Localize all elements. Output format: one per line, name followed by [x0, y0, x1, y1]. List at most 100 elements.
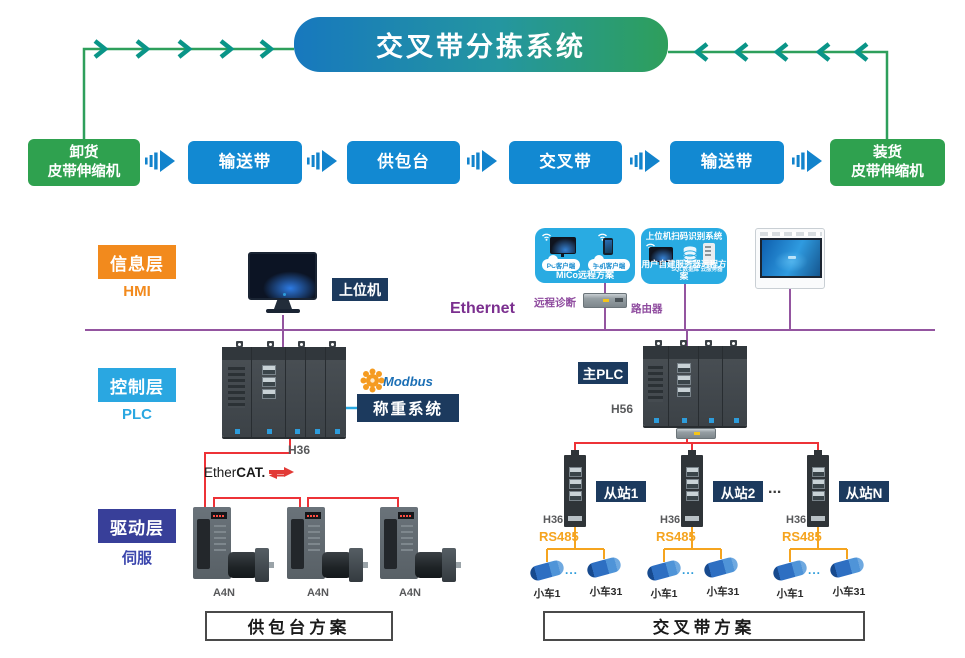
remote-diag-label: 远程诊断 [534, 297, 576, 309]
switch-led [694, 432, 701, 436]
drive-model-a4n: A4N [212, 587, 235, 599]
plc-mount-tabs [236, 341, 336, 347]
flow-node-label: 输送带 [218, 153, 272, 172]
layer-subtitle-servo: 伺服 [121, 550, 152, 567]
main-plc-model-h56: H56 [611, 402, 634, 416]
hmi-screen [762, 240, 820, 276]
layer-subtitle-plc: PLC [122, 406, 152, 423]
flow-arrow-icon [630, 150, 660, 172]
slave-module [681, 450, 703, 527]
drive-model-a4n: A4N [306, 587, 329, 599]
flow-node-crossbelt: 交叉带 [509, 141, 622, 184]
ethercat-text: Ether [204, 465, 237, 480]
car-dots: ... [565, 563, 579, 577]
hmi-brand-strip [760, 232, 822, 236]
flow-node-label: 皮带伸缩机 [851, 163, 924, 180]
flow-arrow-icon [467, 150, 497, 172]
layer-title: 信息层 [110, 254, 164, 274]
slave-model-h36: H36 [543, 514, 564, 526]
layer-badge-control: 控制层 [98, 368, 176, 402]
monitor-stand [659, 262, 662, 265]
modbus-label: Modbus [383, 374, 433, 389]
rs485-label: RS485 [539, 529, 579, 544]
car-dots: ... [682, 563, 696, 577]
plc-io-module [326, 347, 346, 437]
router-led [602, 298, 609, 302]
plc-io-module [699, 346, 723, 426]
servo-motor-icon [415, 546, 461, 584]
pc-monitor-stand [561, 254, 564, 257]
plc-cpu-module [669, 346, 699, 426]
layer-badge-info: 信息层 [98, 245, 176, 279]
plc-psu-module [643, 346, 669, 426]
plc-cpu-module [252, 347, 286, 437]
mico-caption: MiCo远程方案 [556, 270, 614, 280]
scheme-left-box: 供包台方案 [205, 611, 393, 641]
car-label: 小车1 [533, 588, 561, 600]
main-plc-device [643, 346, 747, 426]
flow-node-label: 供包台 [377, 153, 430, 172]
flow-arrow-icon [307, 150, 337, 172]
servo-motor-icon [228, 546, 274, 584]
pc-monitor-icon [550, 237, 576, 254]
flow-node-label: 皮带伸缩机 [47, 163, 121, 180]
chevron-right-icons [93, 39, 275, 59]
cloud-pc-icon: PC客户端 [542, 255, 580, 271]
flow-node-conveyor-1: 输送带 [188, 141, 302, 184]
monitor-icon [649, 247, 673, 262]
slave-label: 从站2 [713, 481, 763, 502]
scheme-right-box: 交叉带方案 [543, 611, 865, 641]
plc-model-h36: H36 [288, 443, 311, 457]
monitor-screen-icon [248, 252, 317, 300]
mico-remote-panel: PC客户端 手机客户端 MiCo远程方案 [535, 228, 635, 283]
cloud-phone-label: 手机客户端 [592, 263, 626, 270]
chevron-left-icons [693, 42, 869, 62]
ethercat-text-bold: CAT. [236, 465, 266, 480]
car-label: 小车31 [589, 586, 623, 598]
servo-drive [380, 507, 418, 579]
brand-logo-icon [788, 256, 797, 260]
wifi-icon [542, 233, 551, 241]
flow-node-label: 交叉带 [539, 153, 592, 172]
flow-arrow-icon [145, 150, 175, 172]
flow-arrow-icon [792, 150, 822, 172]
layer-subtitle-hmi: HMI [123, 283, 151, 300]
host-computer-monitor [248, 252, 317, 315]
ethercat-arrow-icon [269, 466, 295, 479]
servo-drive [287, 507, 325, 579]
slave-module [564, 450, 586, 527]
slave-label: 从站N [839, 481, 889, 502]
database-icon [683, 246, 697, 263]
flow-node-conveyor-2: 输送带 [670, 141, 784, 184]
user-server-panel: 上位机扫码识别系统 SQL数据库 云服务器 用户自建服务器远程方案 [641, 228, 727, 284]
plc-mount-tabs [655, 340, 737, 346]
layer-badge-drive: 驱动层 [98, 509, 176, 543]
ethernet-bus-label: Ethernet [450, 300, 515, 317]
monitor-stand [274, 300, 292, 309]
cloud-pc-label: PC客户端 [546, 263, 576, 270]
weighing-system-box: 称重系统 [357, 394, 459, 422]
servo-drive [193, 507, 231, 579]
plc-io-module [723, 346, 747, 426]
host-label: 上位机 [332, 278, 388, 301]
flow-node-label: 卸货 [69, 145, 99, 162]
slave-model-h36: H36 [660, 514, 681, 526]
flow-node-unload: 卸货 皮带伸缩机 [28, 139, 140, 186]
router-device [583, 293, 627, 308]
modbus-gear-icon [360, 368, 385, 393]
router-slot [615, 297, 623, 302]
server-icon [703, 243, 715, 265]
servo-motor-icon [322, 546, 368, 584]
car-label: 小车1 [650, 588, 678, 600]
main-plc-label: 主PLC [578, 362, 628, 384]
layer-title: 驱动层 [110, 518, 164, 538]
slave-module [807, 450, 829, 527]
rs485-label: RS485 [782, 529, 822, 544]
drive-model-a4n: A4N [398, 587, 421, 599]
layer-title: 控制层 [110, 377, 164, 397]
plc-io-module [286, 347, 306, 437]
car-label: 小车31 [832, 586, 866, 598]
plc-io-module [306, 347, 326, 437]
